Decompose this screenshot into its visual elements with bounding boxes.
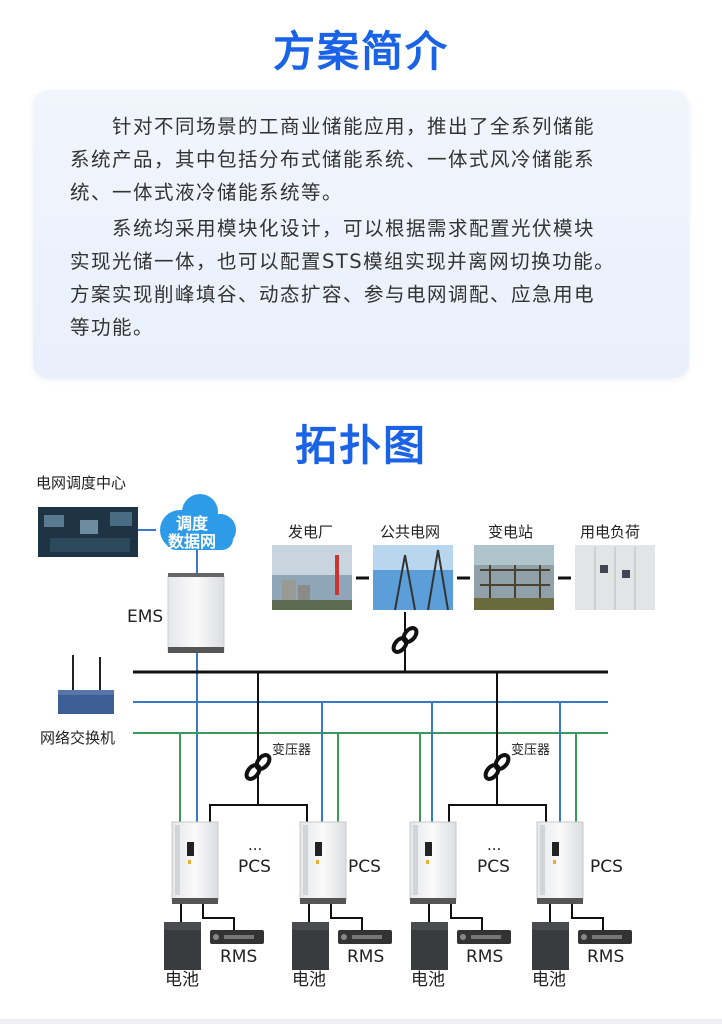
intro-title: 方案简介 (272, 27, 449, 76)
transformer-label: 变压器 (511, 743, 551, 758)
cloud-icon (160, 494, 236, 550)
public-grid-image (373, 545, 453, 611)
battery-label: 电池 (165, 970, 199, 990)
footer-divider (0, 1019, 722, 1024)
intro-text-line: 系统均采用模块化设计，可以根据需求配置光伏模块 (112, 217, 596, 240)
switch-label: 网络交换机 (40, 729, 116, 747)
cloud-label: 数据网 (168, 532, 217, 551)
ems-label: EMS (127, 607, 164, 627)
battery-icon (411, 922, 448, 970)
pcs-cabinet (171, 821, 219, 905)
power-plant-image (272, 545, 352, 610)
intro-text-line: 统、一体式液冷储能系统等。 (70, 181, 344, 204)
ellipsis-label: ... (487, 836, 502, 854)
battery-label: 电池 (292, 970, 326, 990)
battery-icon (164, 922, 201, 970)
battery-label: 电池 (532, 970, 566, 990)
grid-node-label: 用电负荷 (580, 523, 641, 541)
rms-device-icon (457, 930, 511, 944)
rms-label: RMS (347, 947, 385, 967)
electric-load-image (575, 545, 655, 610)
battery-label: 电池 (411, 970, 445, 990)
intro-text-line: 实现光储一体，也可以配置STS模组实现并离网切换功能。 (70, 250, 616, 273)
grid-node-label: 变电站 (488, 523, 534, 541)
pcs-label: PCS (590, 857, 623, 877)
rms-device-icon (578, 930, 632, 944)
intro-card: 针对不同场景的工商业储能应用，推出了全系列储能 系统产品，其中包括分布式储能系统… (33, 90, 689, 378)
rms-label: RMS (587, 947, 625, 967)
cloud-label: 调度 (176, 514, 209, 533)
pcs-cabinet (409, 821, 457, 905)
rms-device-icon (338, 930, 392, 944)
pcs-label: PCS (348, 857, 381, 877)
dispatch-center-label: 电网调度中心 (36, 474, 127, 492)
intro-text-line: 方案实现削峰填谷、动态扩容、参与电网调配、应急用电 (70, 283, 596, 306)
ems-cabinet (167, 573, 225, 653)
substation-image (474, 545, 554, 610)
pcs-cabinet (299, 821, 347, 905)
rms-label: RMS (220, 947, 258, 967)
pcs-label: PCS (238, 857, 271, 877)
ellipsis-label: ... (248, 836, 263, 854)
intro-text-line: 等功能。 (70, 316, 155, 339)
battery-icon (532, 922, 569, 970)
intro-text-line: 系统产品，其中包括分布式储能系统、一体式风冷储能系 (70, 148, 596, 171)
network-switch-icon (58, 655, 114, 714)
transformer-label: 变压器 (272, 743, 312, 758)
rms-device-icon (210, 930, 264, 944)
topology-title: 拓扑图 (294, 421, 427, 470)
pcs-cabinet (536, 821, 584, 905)
intro-text-line: 针对不同场景的工商业储能应用，推出了全系列储能 (112, 115, 596, 138)
grid-node-label: 发电厂 (288, 523, 334, 541)
battery-icon (292, 922, 329, 970)
grid-node-label: 公共电网 (380, 523, 441, 541)
pcs-label: PCS (477, 857, 510, 877)
rms-label: RMS (466, 947, 504, 967)
